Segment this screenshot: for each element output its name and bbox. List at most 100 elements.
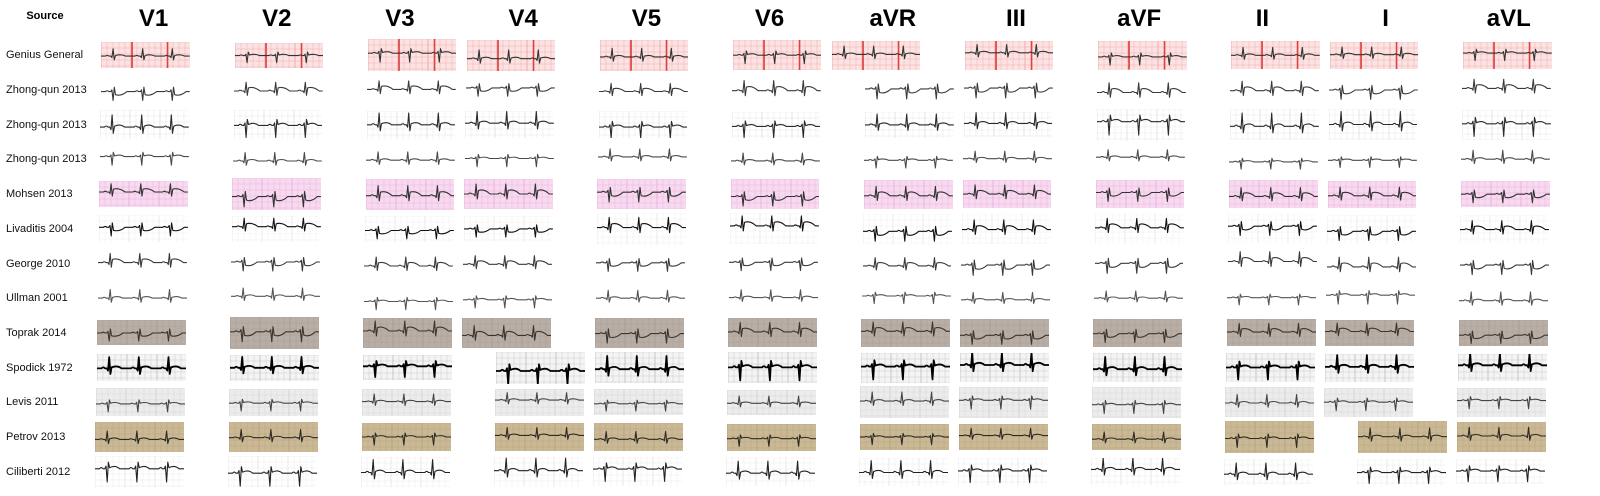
ecg-trace-graphic <box>961 259 1051 276</box>
ecg-waveform <box>465 110 555 130</box>
ecg-trace-graphic <box>97 289 187 303</box>
ecg-strip-v1 <box>99 144 189 175</box>
ecg-strip-i <box>1324 387 1414 418</box>
ecg-trace-graphic <box>465 83 555 97</box>
ecg-strip-avl <box>1460 180 1550 208</box>
ecg-trace-graphic <box>862 256 952 271</box>
ecg-waveform <box>99 183 189 198</box>
ecg-strip-v5 <box>593 423 683 451</box>
source-label: Ciliberti 2012 <box>6 465 71 478</box>
ecg-trace-graphic <box>732 80 821 97</box>
ecg-waveform <box>958 427 1048 440</box>
ecg-waveform <box>1457 395 1547 410</box>
ecg-strip-avl <box>1459 248 1549 279</box>
ecg-trace-graphic <box>99 151 189 166</box>
ecg-waveform <box>100 86 190 102</box>
ecg-strip-v3 <box>361 422 451 452</box>
ecg-strip-i <box>1357 458 1447 485</box>
ecg-trace-graphic <box>961 213 1051 244</box>
ecg-trace-graphic <box>1325 319 1415 347</box>
ecg-strip-avf <box>1094 247 1184 280</box>
ecg-trace-graphic <box>958 424 1048 451</box>
lead-header-v6: V6 <box>754 5 785 32</box>
ecg-trace-graphic <box>363 296 453 310</box>
ecg-waveform <box>862 256 952 271</box>
ecg-waveform <box>361 432 451 446</box>
ecg-strip-avr <box>865 74 955 106</box>
ecg-strip-i <box>1325 319 1415 347</box>
ecg-waveform <box>1357 466 1447 484</box>
ecg-trace-graphic <box>730 179 820 209</box>
ecg-waveform <box>230 287 320 302</box>
ecg-strip-v4 <box>462 317 552 349</box>
ecg-trace-graphic <box>1324 353 1414 382</box>
ecg-strip-i <box>1327 180 1417 208</box>
ecg-waveform <box>864 155 953 169</box>
ecg-strip-v4 <box>463 216 553 242</box>
ecg-waveform <box>1459 290 1548 306</box>
ecg-waveform <box>1096 149 1186 162</box>
ecg-waveform <box>95 430 185 445</box>
ecg-waveform <box>1225 360 1315 381</box>
ecg-waveform <box>234 81 323 96</box>
ecg-waveform <box>1096 114 1186 136</box>
ecg-trace-graphic <box>731 152 820 166</box>
ecg-strip-v1 <box>97 320 187 346</box>
ecg-trace-graphic <box>862 291 951 304</box>
ecg-strip-v1 <box>99 181 189 207</box>
ecg-trace-graphic <box>464 153 554 168</box>
ecg-strip-ii <box>1225 387 1315 418</box>
ecg-strip-avr <box>861 318 951 348</box>
ecg-trace-graphic <box>1462 78 1552 94</box>
source-label: Toprak 2014 <box>6 326 67 339</box>
ecg-trace-graphic <box>730 213 819 245</box>
ecg-trace-graphic <box>726 457 816 487</box>
ecg-waveform <box>1326 256 1416 272</box>
lead-header-v4: V4 <box>508 5 538 32</box>
ecg-trace-graphic <box>1357 458 1447 485</box>
ecg-strip-v4 <box>465 77 555 104</box>
ecg-trace-graphic <box>361 456 451 487</box>
ecg-strip-iii <box>959 352 1049 383</box>
ecg-trace-graphic <box>1225 353 1315 382</box>
ecg-strip-i <box>1328 109 1418 141</box>
ecg-trace-graphic <box>1324 387 1414 418</box>
ecg-waveform <box>1329 46 1419 59</box>
ecg-strip-iii <box>960 285 1050 312</box>
ecg-trace-graphic <box>958 458 1048 486</box>
ecg-waveform <box>1458 330 1548 345</box>
ecg-waveform <box>228 466 318 488</box>
ecg-trace-graphic <box>594 352 684 384</box>
ecg-strip-avl <box>1460 214 1549 243</box>
source-label: Livaditis 2004 <box>6 222 74 235</box>
ecg-waveform <box>364 225 454 240</box>
ecg-waveform <box>1329 84 1418 100</box>
lead-header-v3: V3 <box>385 5 415 32</box>
ecg-waveform <box>596 216 686 234</box>
ecg-trace-graphic <box>728 318 818 348</box>
ecg-trace-graphic <box>1457 387 1547 417</box>
ecg-waveform <box>1097 52 1187 66</box>
ecg-trace-graphic <box>362 388 452 416</box>
ecg-waveform <box>599 83 688 97</box>
ecg-trace-graphic <box>228 456 318 488</box>
ecg-waveform <box>1093 290 1183 303</box>
ecg-trace-graphic <box>865 83 955 100</box>
ecg-strip-v3 <box>363 317 453 349</box>
ecg-waveform <box>1228 221 1318 237</box>
ecg-waveform <box>597 186 687 203</box>
ecg-trace-graphic <box>598 111 688 139</box>
ecg-strip-v5 <box>598 145 687 174</box>
ecg-trace-graphic <box>727 389 817 416</box>
ecg-trace-graphic <box>729 257 819 271</box>
ecg-strip-ii <box>1227 248 1317 279</box>
ecg-waveform <box>362 359 452 378</box>
ecg-trace-graphic <box>464 178 554 210</box>
ecg-waveform <box>595 328 685 344</box>
ecg-trace-graphic <box>726 423 816 451</box>
ecg-strip-v2 <box>230 283 320 314</box>
ecg-strip-avr <box>831 40 921 71</box>
source-label: Petrov 2013 <box>6 431 66 444</box>
ecg-strip-v2 <box>231 215 321 243</box>
ecg-waveform <box>1461 116 1551 137</box>
